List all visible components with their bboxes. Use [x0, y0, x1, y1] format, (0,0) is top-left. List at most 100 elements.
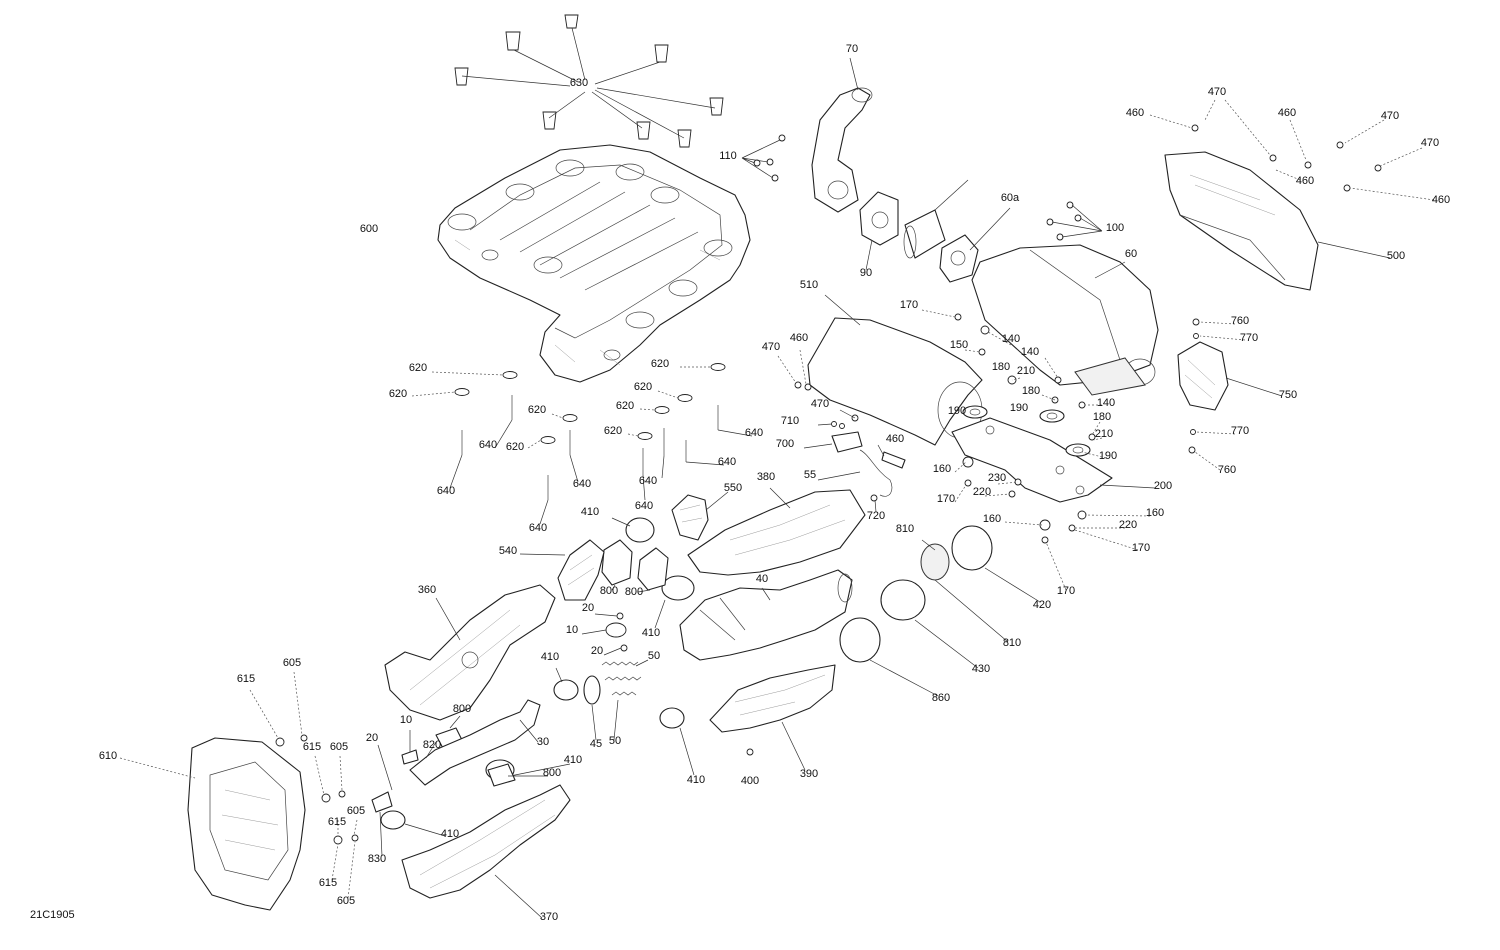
callout-10: 10 [400, 714, 412, 726]
callout-190: 190 [948, 405, 966, 417]
callout-20: 20 [591, 645, 603, 657]
callout-470: 470 [762, 341, 780, 353]
callout-180: 180 [1093, 411, 1111, 423]
callout-180: 180 [1022, 385, 1040, 397]
callout-620: 620 [528, 404, 546, 416]
callout-160: 160 [1146, 507, 1164, 519]
callout-600: 600 [360, 223, 378, 235]
callout-170: 170 [937, 493, 955, 505]
callout-160: 160 [983, 513, 1001, 525]
o2-sensor-55 [803, 409, 906, 513]
callout-420: 420 [1033, 599, 1051, 611]
end-shield-750 [1177, 318, 1283, 471]
callout-460: 460 [1432, 194, 1450, 206]
callout-540: 540 [499, 545, 517, 557]
callout-620: 620 [616, 400, 634, 412]
callout-380: 380 [757, 471, 775, 483]
callout-800: 800 [453, 703, 471, 715]
callout-410: 410 [541, 651, 559, 663]
callout-20: 20 [366, 732, 378, 744]
callout-180: 180 [992, 361, 1010, 373]
fasteners-460-470 [1149, 99, 1435, 201]
callout-710: 710 [781, 415, 799, 427]
callout-620: 620 [506, 441, 524, 453]
callout-620: 620 [634, 381, 652, 393]
side-panel-610 [119, 737, 306, 911]
callout-410: 410 [564, 754, 582, 766]
callout-460: 460 [1278, 107, 1296, 119]
bracket-200 [951, 417, 1156, 503]
callout-640: 640 [437, 485, 455, 497]
callout-615: 615 [328, 816, 346, 828]
bolts-110 [741, 134, 786, 182]
callout-470: 470 [1208, 86, 1226, 98]
callout-820: 820 [423, 739, 441, 751]
callout-800: 800 [600, 585, 618, 597]
callout-800: 800 [625, 586, 643, 598]
callout-160: 160 [933, 463, 951, 475]
callout-190: 190 [1099, 450, 1117, 462]
washers-620 [411, 363, 726, 449]
callout-210: 210 [1017, 365, 1035, 377]
catalyst-40 [679, 569, 853, 661]
callout-605: 605 [347, 805, 365, 817]
springs-50 [601, 659, 649, 741]
callout-630: 630 [570, 77, 588, 89]
elbow-pipe-70 [811, 57, 873, 213]
callout-620: 620 [651, 358, 669, 370]
callout-460: 460 [1296, 175, 1314, 187]
callout-760: 760 [1231, 315, 1249, 327]
callout-470: 470 [1421, 137, 1439, 149]
heat-shield-380 [687, 487, 866, 576]
callout-720: 720 [867, 510, 885, 522]
callout-220: 220 [973, 486, 991, 498]
gasket-90 [859, 191, 899, 271]
callout-610: 610 [99, 750, 117, 762]
callout-170: 170 [1057, 585, 1075, 597]
bolts-100 [1046, 201, 1103, 241]
callout-60a: 60a [1001, 192, 1020, 204]
shield-540 [519, 539, 605, 601]
callout-770: 770 [1231, 425, 1249, 437]
clips-630 [454, 14, 724, 148]
callout-615: 615 [303, 741, 321, 753]
callout-640: 640 [639, 475, 657, 487]
callout-150: 150 [950, 339, 968, 351]
callout-30: 30 [537, 736, 549, 748]
callout-70: 70 [846, 43, 858, 55]
callout-190: 190 [1010, 402, 1028, 414]
pipe-30 [409, 699, 541, 786]
callout-360: 360 [418, 584, 436, 596]
callout-100: 100 [1106, 222, 1124, 234]
callout-605: 605 [283, 657, 301, 669]
callout-430: 430 [972, 663, 990, 675]
callout-640: 640 [718, 456, 736, 468]
callout-210: 210 [1095, 428, 1113, 440]
muffler-shield-510 [807, 294, 983, 446]
callout-50: 50 [609, 735, 621, 747]
rings-and-seals [371, 612, 628, 857]
couplings-800 [435, 539, 669, 787]
callout-140: 140 [1002, 333, 1020, 345]
callout-410: 410 [642, 627, 660, 639]
callout-550: 550 [724, 482, 742, 494]
hardware-140-230 [921, 309, 1151, 591]
callout-90: 90 [860, 267, 872, 279]
callout-830: 830 [368, 853, 386, 865]
muffler-60 [971, 244, 1159, 396]
callout-605: 605 [330, 741, 348, 753]
callout-640: 640 [529, 522, 547, 534]
clamps [380, 517, 1041, 837]
callout-605: 605 [337, 895, 355, 907]
callout-10: 10 [566, 624, 578, 636]
callout-20: 20 [582, 602, 594, 614]
grommets-190 [962, 405, 1091, 457]
callout-640: 640 [573, 478, 591, 490]
callout-60: 60 [1125, 248, 1137, 260]
callout-140: 140 [1021, 346, 1039, 358]
figure-reference-code: 21C1905 [30, 909, 75, 921]
callout-640: 640 [745, 427, 763, 439]
callout-770: 770 [1240, 332, 1258, 344]
callout-55: 55 [804, 469, 816, 481]
